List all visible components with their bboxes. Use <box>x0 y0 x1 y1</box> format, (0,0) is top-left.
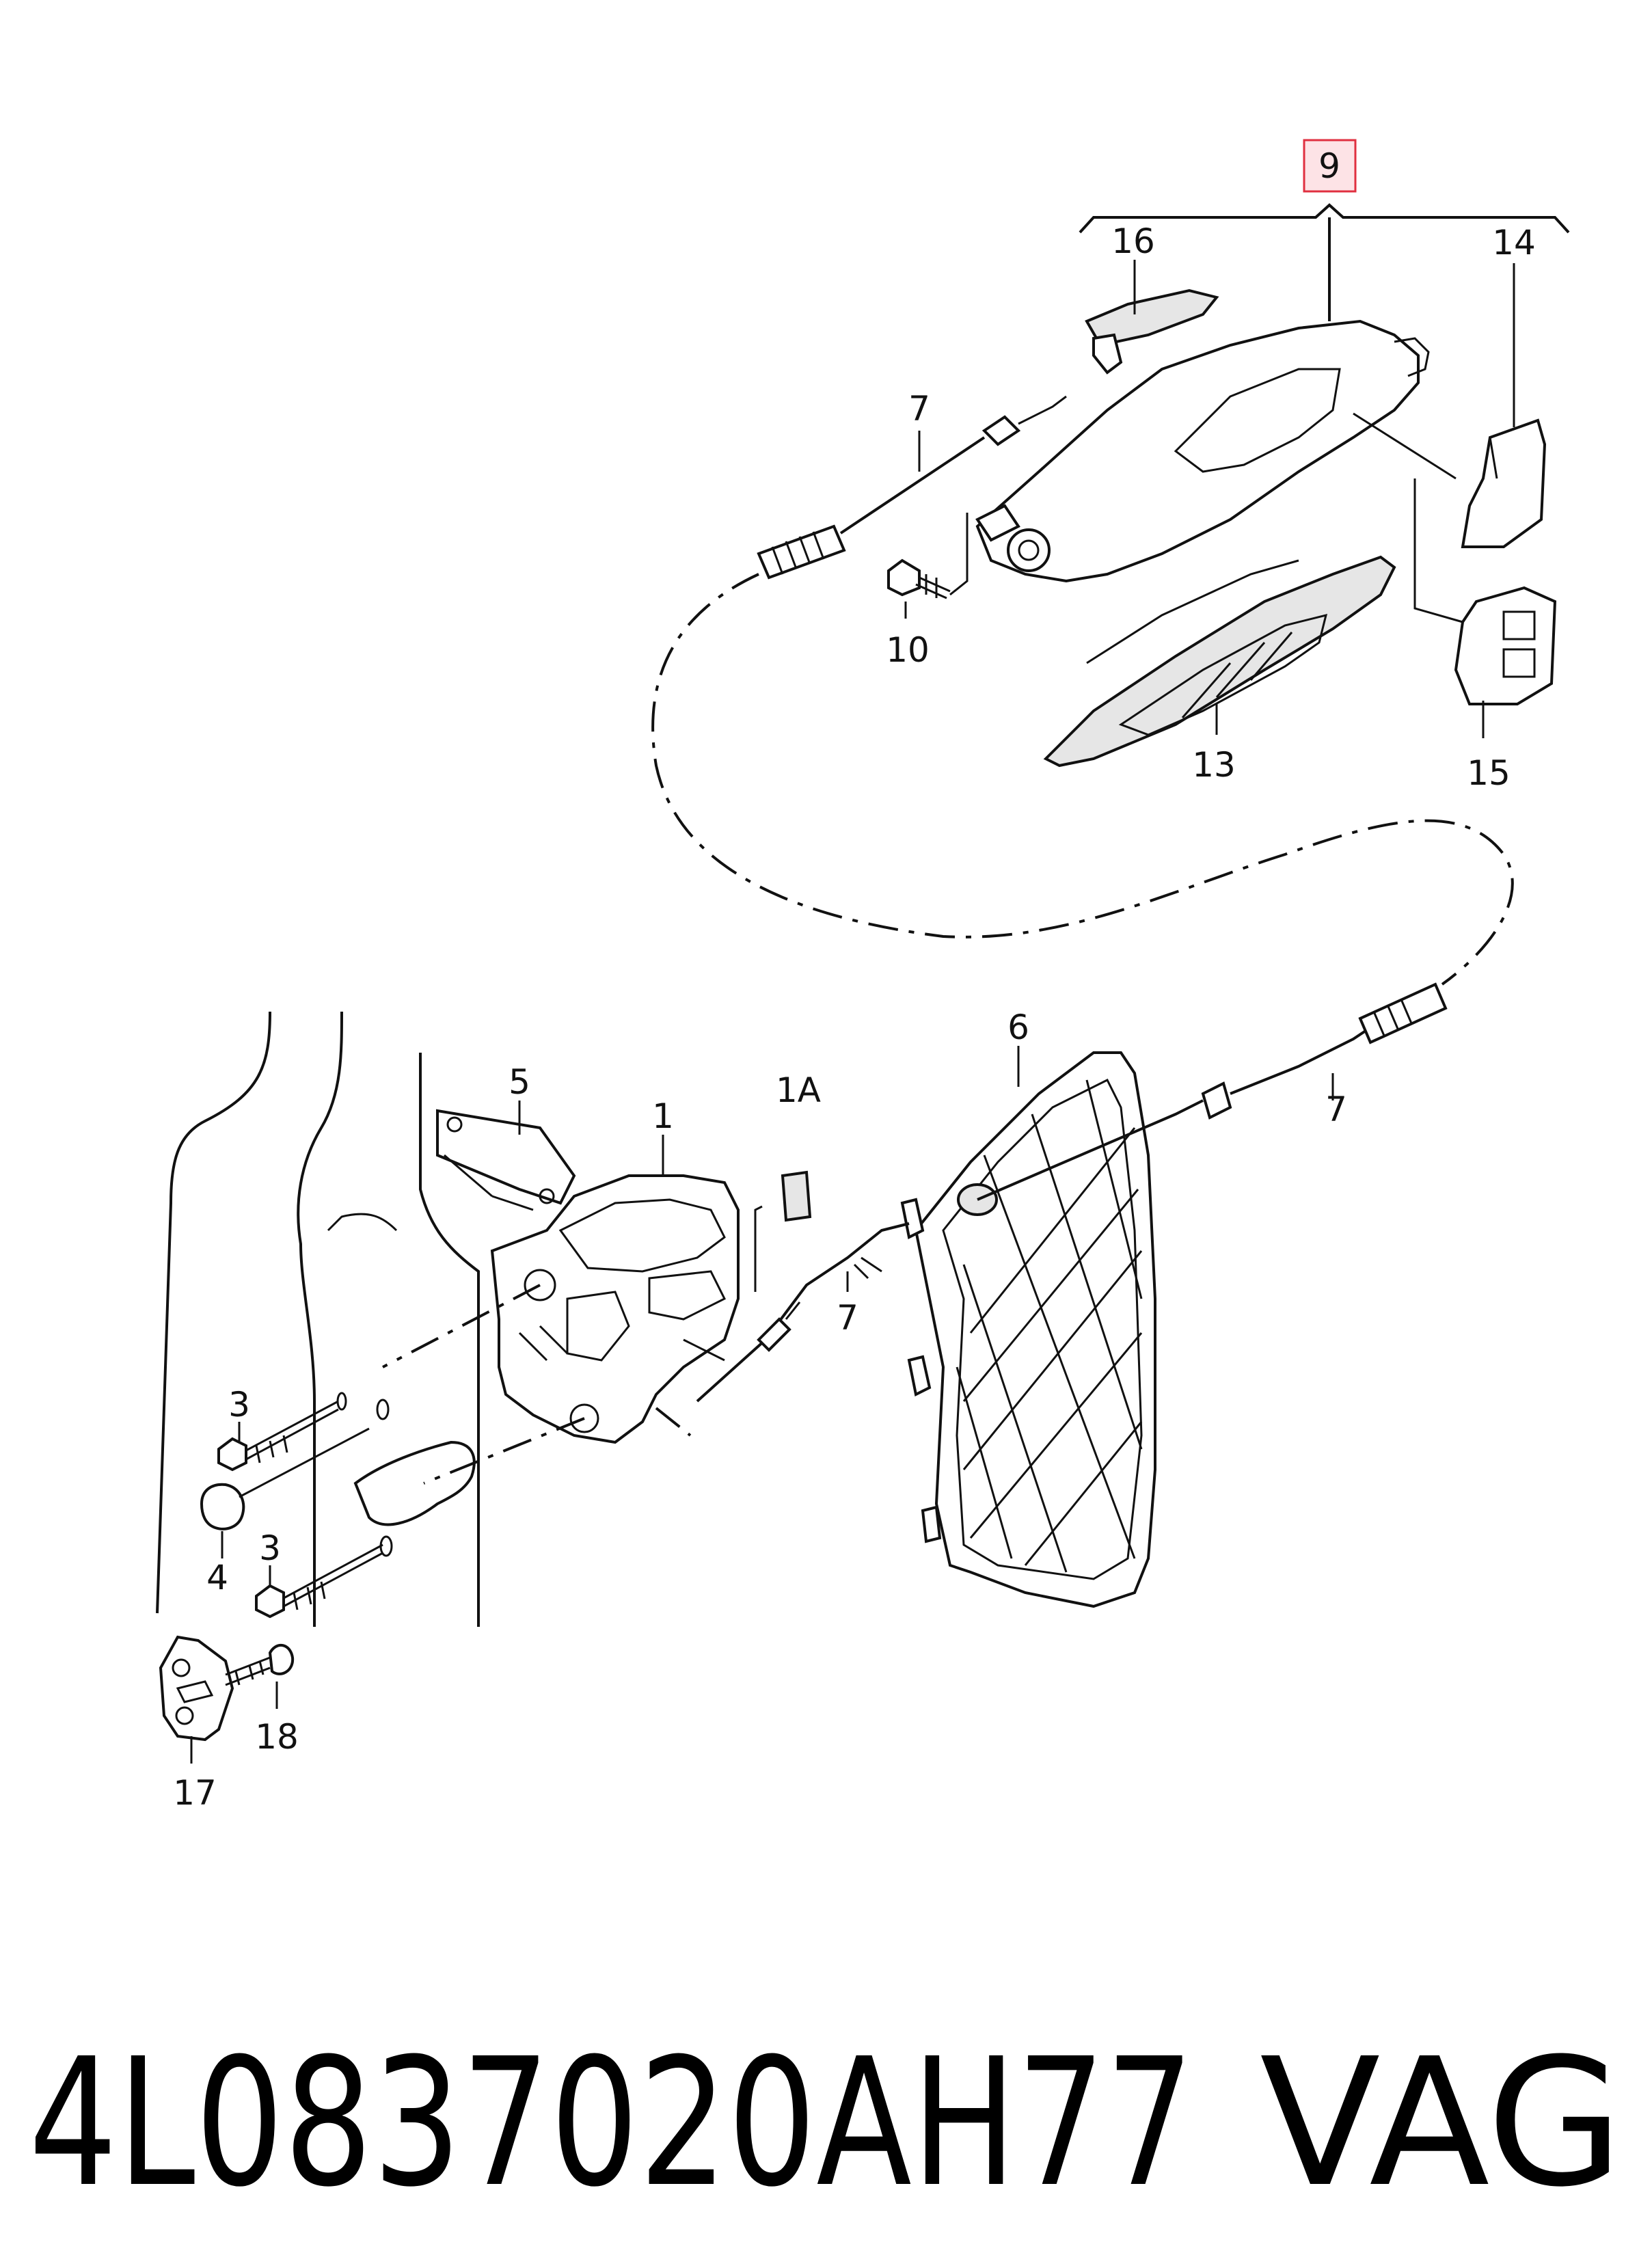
callout-16[interactable]: 16 <box>1111 221 1155 261</box>
striker-plate <box>159 1635 234 1742</box>
cable-7-right <box>977 1099 1204 1201</box>
callout-5[interactable]: 5 <box>509 1062 530 1102</box>
callout-3-lower[interactable]: 3 <box>259 1528 281 1568</box>
callout-7-upper[interactable]: 7 <box>908 389 930 429</box>
cable-sleeve-lower <box>1358 982 1448 1044</box>
callout-18[interactable]: 18 <box>255 1717 299 1757</box>
handle-carrier <box>975 319 1420 583</box>
insert-1A <box>781 1170 812 1222</box>
callout-13[interactable]: 13 <box>1192 745 1236 785</box>
callout-7-lower[interactable]: 7 <box>837 1298 858 1338</box>
inner-door-handle-frame <box>914 1051 1156 1608</box>
callout-labels: 9 16 14 7 10 13 15 6 7 5 1 1A 7 3 4 3 18… <box>173 146 1536 1813</box>
callout-1A[interactable]: 1A <box>776 1070 821 1110</box>
callout-6[interactable]: 6 <box>1007 1008 1029 1047</box>
part-number: 4L0837020AH77 <box>29 2021 1194 2226</box>
plug-4 <box>200 1483 245 1530</box>
handle-assembly-group <box>757 203 1570 768</box>
bolt-18 <box>268 1644 295 1675</box>
screw-10 <box>887 558 921 597</box>
cable-route-path <box>651 573 1514 986</box>
callout-14[interactable]: 14 <box>1492 223 1536 262</box>
callout-4[interactable]: 4 <box>206 1558 228 1597</box>
callout-10[interactable]: 10 <box>886 630 930 670</box>
lock-cylinder <box>1454 586 1557 705</box>
screw-3-upper <box>217 1437 247 1472</box>
highlight-box <box>1303 139 1357 193</box>
lock-assembly-group <box>156 982 1448 1742</box>
callout-7-right[interactable]: 7 <box>1325 1090 1347 1129</box>
screw-3-lower <box>255 1584 285 1619</box>
callout-9[interactable]: 9 <box>1318 146 1340 186</box>
callout-17[interactable]: 17 <box>173 1773 217 1813</box>
door-frame-outline <box>156 1011 271 1614</box>
callout-1[interactable]: 1 <box>652 1096 674 1136</box>
cover-plate <box>436 1109 576 1205</box>
leader-lines <box>190 260 1515 1764</box>
brand-label: VAG <box>1260 2021 1623 2226</box>
cable-sleeve-upper <box>757 524 846 580</box>
door-striker-slot <box>353 1440 476 1526</box>
callout-15[interactable]: 15 <box>1467 753 1511 793</box>
lock-cylinder-cap <box>1461 418 1547 548</box>
door-lock-unit <box>490 1174 740 1444</box>
callout-3-upper[interactable]: 3 <box>228 1385 250 1425</box>
